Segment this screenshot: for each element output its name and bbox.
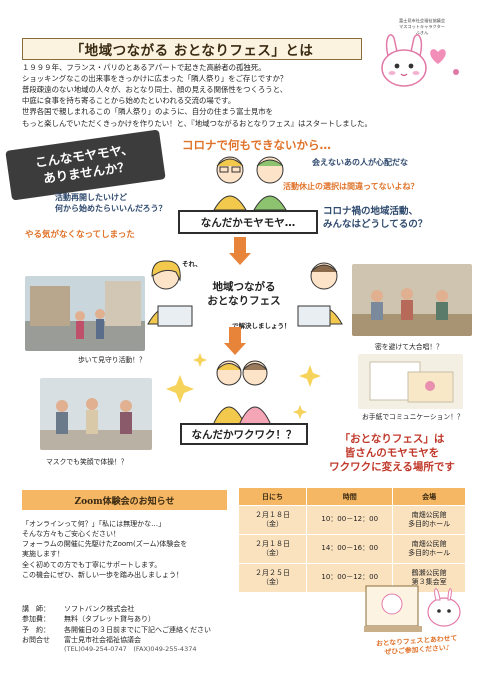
time-cell: 10：00－12：00 [306, 505, 394, 535]
moyamoya-box: なんだかモヤモヤ… [178, 210, 318, 234]
table-row: ２月１８日（金） 14：00－16：00 南畑公民館多目的ホール [237, 534, 466, 564]
motivation-worry-text: やる気がなくなってしまった [25, 230, 135, 240]
intro-line: １９９９年、フランス・パリのとあるアパートで起きた高齢者の孤独死。 [22, 63, 266, 72]
down-arrow-icon [224, 327, 246, 355]
mask-exercise-caption: マスクでも笑顔で体操！？ [46, 458, 128, 466]
tagline-line: 「おとなりフェス」は [339, 433, 445, 445]
table-header-row: 日にち 時間 会場 [237, 487, 466, 506]
zoom-heading: Zoom体験会のお知らせ [22, 490, 227, 510]
page-title-text: 「地域つながる おとなりフェス」とは [70, 43, 314, 59]
walking-patrol-photo [25, 276, 145, 351]
intro-line: 中庭に食事を持ち寄ることから始めたといわれる交流の場です。 [22, 96, 236, 106]
happy-people-illustration [212, 360, 272, 425]
restart-line: 活動再開したいけど [55, 193, 127, 202]
tagline-line: ワクワクに変える場所です [329, 461, 455, 474]
meet-worry-text: 会えないあの人が心配だな [312, 158, 408, 167]
table-row: ２月１８日（金） 10：00－12：00 南畑公民館多目的ホール [237, 505, 466, 535]
mascot-rabbit-illustration [381, 34, 459, 87]
community-line: コロナ禍の地域活動、 [323, 206, 419, 217]
info-row: お問合せ富士見市社会福祉協議会 [22, 636, 141, 645]
page-title: 「地域つながる おとなりフェス」とは [22, 38, 362, 60]
tagline-line: 皆さんのモヤモヤを [344, 447, 440, 460]
corona-worry-text: コロナで何もできないから… [182, 138, 332, 152]
community-line: みんなはどうしてるの？ [323, 219, 428, 231]
woman-laptop-illustration [147, 260, 193, 327]
walking-patrol-caption: 歩いて見守り活動！？ [78, 356, 146, 364]
man-laptop-illustration [297, 262, 343, 327]
mask-exercise-photo [40, 378, 152, 450]
org-tag: 富士見市社会福祉協議会 マスコットキャラクター ふきん [372, 18, 472, 36]
date-cell: ２月１８日（金） [237, 505, 308, 535]
event-info: 講 師：ソフトバンク株式会社 参加費：無料（タブレット貸与あり） 予 約：各開催… [22, 604, 322, 655]
wakuwaku-box: なんだかワクワク！？ [180, 423, 308, 445]
venue-cell: 南畑公民館多目的ホール [392, 505, 466, 535]
worried-people-illustration [213, 156, 287, 210]
fest-name-box: それ、 地域つながる おとなりフェス [182, 260, 298, 318]
sore-text: それ、 [182, 260, 202, 268]
org-line: ふきん [415, 29, 429, 35]
intro-line: もっと楽しんでいただくきっかけを作りたい！と、『地域つながるおとなりフェス』はス… [22, 118, 372, 128]
zoom-line: フォーラムの開催に先駆けたZoom(ズーム)体験会を [22, 540, 188, 549]
info-row: 参加費：無料（タブレット貸与あり） [22, 615, 155, 624]
letter-caption: お手紙でコミュニケーション！？ [362, 413, 464, 421]
down-arrow-icon [229, 237, 251, 265]
intro-line: 世界各国で親しまれるこの「隣人祭り」のように、自分の住まう富士見市を [22, 107, 274, 117]
header-date: 日にち [237, 487, 308, 506]
intro-paragraph: １９９９年、フランス・パリのとあるアパートで起きた高齢者の孤独死。 ショッキング… [22, 62, 472, 129]
solve-text: で解決しましょう！ [232, 322, 291, 330]
fest-tagline: 「おとなりフェス」は 皆さんのモヤモヤを ワクワクに変える場所です [312, 432, 472, 475]
intro-line: 普段疎遠のない地域の人々が、おとなり同士、顔の見える関係性をつくろうと、 [22, 85, 288, 95]
letter-photo [358, 354, 463, 409]
fest-name-line: おとなりフェス [207, 295, 281, 307]
zoom-line: 「オンラインって何？」「私には無理かな…」 [22, 520, 166, 528]
fest-name-line: 地域つながる [212, 280, 276, 293]
choir-photo [352, 264, 472, 336]
time-cell: 14：00－16：00 [306, 534, 394, 564]
zoom-line: 全く初めての方でも丁寧にサポートします。 [22, 560, 162, 569]
zoom-description: 「オンラインって何？」「私には無理かな…」 そんな方々もご安心ください！ フォー… [22, 519, 232, 580]
zoom-line: 実施します！ [22, 550, 64, 559]
restart-line: 何から始めたらいいんだろう？ [55, 204, 167, 214]
venue-cell: 南畑公民館多目的ホール [392, 534, 466, 564]
community-worry-text: コロナ禍の地域活動、 みんなはどうしてるの？ [323, 205, 427, 232]
mascot-laptop-illustration [364, 585, 461, 632]
date-cell: ２月２５日（金） [237, 563, 308, 593]
header-venue: 会場 [392, 487, 466, 506]
org-line: 富士見市社会福祉協議会 [398, 18, 446, 23]
zoom-line: この機会にぜひ、新しい一歩を踏み出しましょう！ [22, 570, 183, 579]
stop-worry-text: 活動休止の選択は間違ってないよね？ [283, 182, 419, 191]
zoom-line: そんな方々もご安心ください！ [22, 530, 120, 539]
intro-line: ショッキングなこの出来事をきっかけに広まった「隣人祭り」をご存じですか？ [22, 74, 288, 84]
info-row: 講 師：ソフトバンク株式会社 [22, 605, 135, 613]
header-time: 時間 [306, 487, 394, 506]
info-row: 予 約：各開催日の３日前までに下記へご連絡ください [22, 625, 211, 634]
sparkle-icon [166, 353, 321, 419]
choir-caption: 密を避けて大合唱！？ [375, 343, 443, 351]
restart-worry-text: 活動再開したいけど 何から始めたらいいんだろう？ [55, 192, 167, 214]
schedule-table: 日にち 時間 会場 ２月１８日（金） 10：00－12：00 南畑公民館多目的ホ… [237, 487, 466, 593]
org-line: マスコットキャラクター [399, 23, 445, 29]
date-cell: ２月１８日（金） [237, 534, 308, 564]
contact-phone: (TEL)049-254-0747 (FAX)049-255-4374 [64, 645, 197, 654]
moyamoya-question-banner: こんなモヤモヤ、 ありませんか？ [5, 129, 166, 201]
